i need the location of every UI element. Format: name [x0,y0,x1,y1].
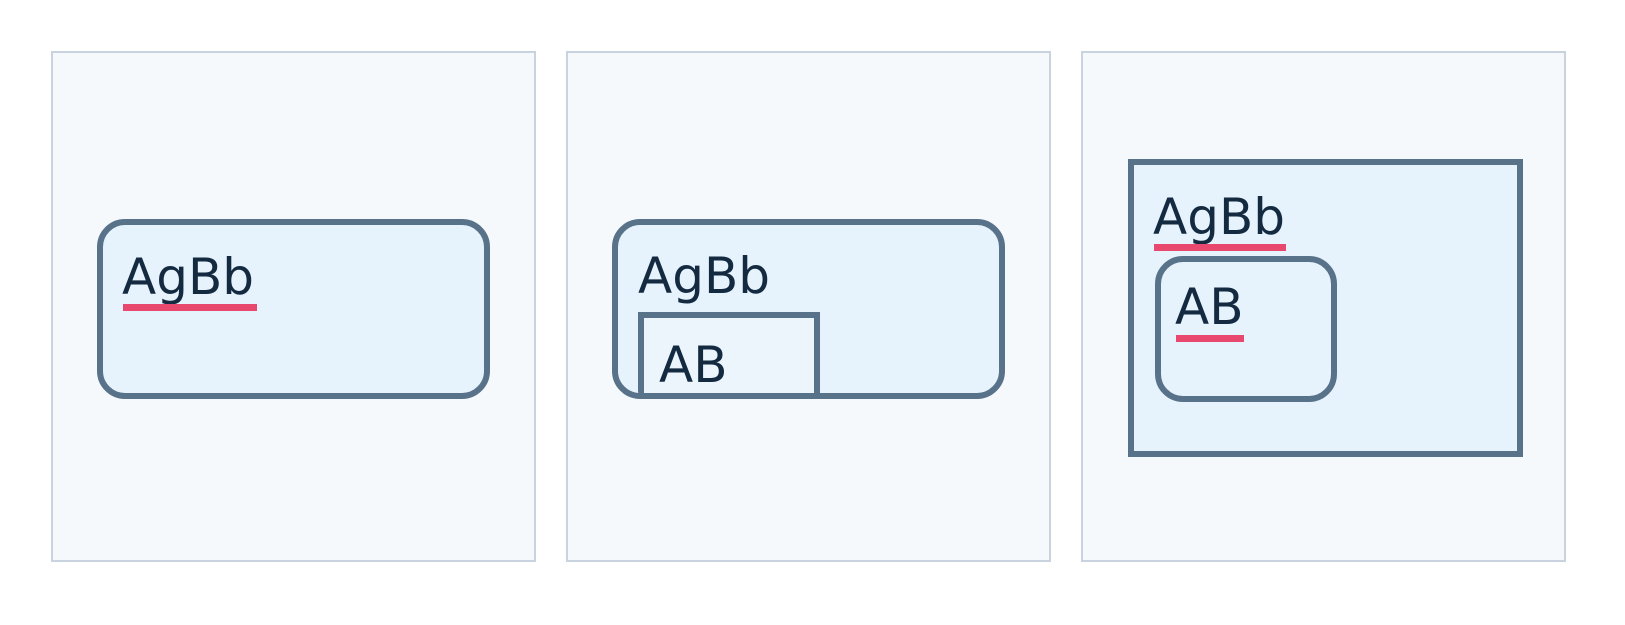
panel-3: AgBb AB [1081,51,1566,562]
label-underline [123,304,257,311]
inner-box-label: AB [659,336,728,394]
outer-box: AgBb AB [1128,159,1523,457]
box-label: AgBb [122,248,254,306]
inner-box: AB [638,312,820,394]
inner-box-label: AB [1175,278,1244,336]
inner-box: AB [1155,256,1337,402]
box-label: AgBb [638,247,770,305]
outer-box: AgBb [97,219,490,399]
label-underline [1154,244,1286,251]
panel-2: AgBb AB [566,51,1051,562]
box-label: AgBb [1153,188,1285,246]
panel-1: AgBb [51,51,536,562]
inner-label-underline [1176,335,1244,342]
outer-box: AgBb AB [612,219,1005,399]
